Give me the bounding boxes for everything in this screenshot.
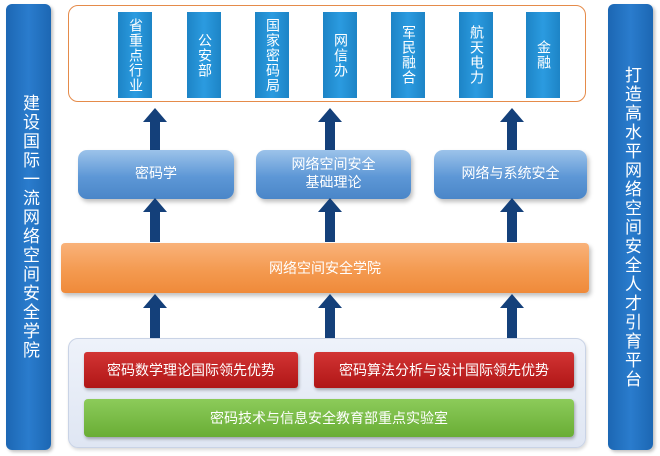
discipline-cyberspace-security-theory: 网络空间安全 基础理论	[256, 150, 411, 199]
key-laboratory: 密码技术与信息安全教育部重点实验室	[84, 399, 574, 437]
org-provincial-industries: 省重点行业	[118, 12, 152, 98]
left-banner: 建设国际一流网络空间安全学院	[6, 4, 51, 450]
right-banner: 打造高水平网络空间安全人才引育平台	[608, 4, 653, 450]
arrow-up-icon	[318, 108, 342, 152]
org-military-civil-fusion: 军民融合	[391, 12, 425, 98]
arrow-up-icon	[143, 198, 167, 242]
org-finance: 金融	[526, 12, 560, 98]
left-banner-text: 建设国际一流网络空间安全学院	[19, 94, 39, 360]
arrow-up-icon	[143, 294, 167, 340]
discipline-network-system-security: 网络与系统安全	[434, 150, 587, 199]
org-aerospace-power: 航天电力	[459, 12, 493, 98]
org-ministry-public-security: 公安部	[187, 12, 221, 98]
arrow-up-icon	[500, 294, 524, 340]
arrow-up-icon	[500, 198, 524, 242]
cyberspace-security-school: 网络空间安全学院	[61, 243, 589, 293]
arrow-up-icon	[143, 108, 167, 152]
arrow-up-icon	[318, 294, 342, 340]
org-cyberspace-administration: 网信办	[323, 12, 357, 98]
right-banner-text: 打造高水平网络空间安全人才引育平台	[621, 65, 641, 389]
discipline-cryptography: 密码学	[78, 150, 234, 199]
arrow-up-icon	[318, 198, 342, 242]
org-state-cryptography-bureau: 国家密码局	[255, 12, 289, 98]
arrow-up-icon	[500, 108, 524, 152]
advantage-crypto-math-theory: 密码数学理论国际领先优势	[84, 352, 298, 388]
advantage-crypto-algorithm-design: 密码算法分析与设计国际领先优势	[314, 352, 574, 388]
